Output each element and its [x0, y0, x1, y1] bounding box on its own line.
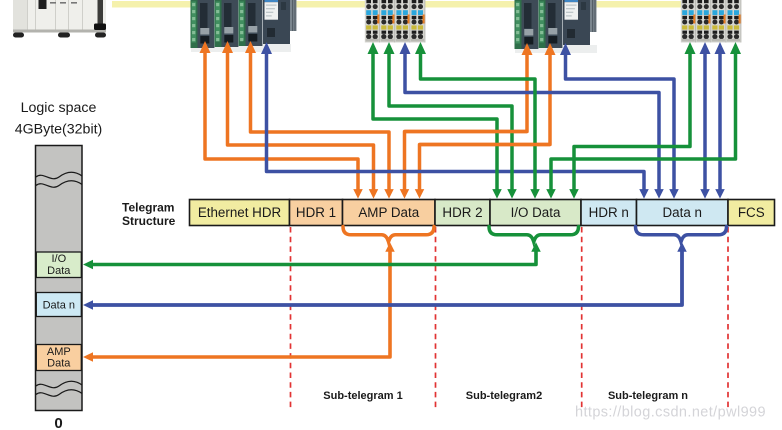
svg-text:Data: Data [47, 358, 71, 370]
svg-text:Data n: Data n [663, 205, 702, 220]
svg-text:I/O Data: I/O Data [511, 205, 561, 220]
svg-text:Ethernet HDR: Ethernet HDR [198, 205, 282, 220]
svg-text:Telegram: Telegram [122, 201, 174, 215]
svg-text:HDR 2: HDR 2 [442, 205, 482, 220]
svg-text:Sub-telegram 1: Sub-telegram 1 [323, 390, 402, 402]
svg-text:HDR 1: HDR 1 [296, 205, 336, 220]
svg-text:4GByte(32bit): 4GByte(32bit) [15, 122, 103, 138]
svg-text:Data n: Data n [43, 300, 75, 312]
svg-text:AMP Data: AMP Data [358, 205, 419, 220]
svg-text:0: 0 [54, 415, 62, 430]
svg-text:AMP: AMP [47, 346, 71, 358]
svg-text:Sub-telegram2: Sub-telegram2 [466, 390, 542, 402]
svg-text:Logic space: Logic space [21, 100, 97, 116]
svg-text:HDR n: HDR n [589, 205, 629, 220]
svg-text:https://blog.csdn.net/pwl999: https://blog.csdn.net/pwl999 [575, 405, 766, 421]
svg-text:Data: Data [47, 265, 71, 277]
svg-text:Sub-telegram n: Sub-telegram n [608, 390, 688, 402]
svg-text:Structure: Structure [122, 214, 176, 228]
svg-text:I/O: I/O [51, 253, 66, 265]
svg-text:FCS: FCS [738, 205, 765, 220]
